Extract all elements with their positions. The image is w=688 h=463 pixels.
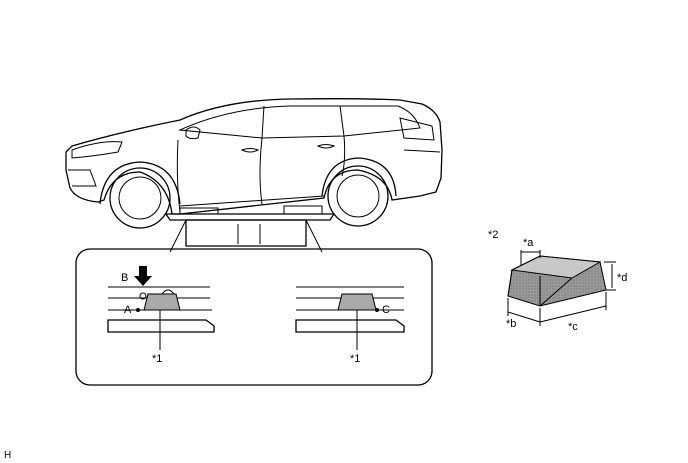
callout-1-right-label: *1 bbox=[350, 353, 360, 365]
corner-code-label: H bbox=[4, 450, 11, 461]
dimension-b-label: *b bbox=[506, 318, 516, 330]
lift-platform bbox=[164, 205, 336, 253]
point-c-label: C bbox=[382, 304, 390, 316]
right-lift-point-detail: C *1 bbox=[295, 286, 405, 365]
callout-1-left-label: *1 bbox=[152, 353, 162, 365]
point-c-marker bbox=[375, 308, 379, 312]
lift-attachment-block-right bbox=[337, 293, 377, 311]
lift-attachment-block-left bbox=[143, 293, 181, 311]
left-lift-point-detail: B A *1 bbox=[107, 266, 215, 365]
dimension-a-label: *a bbox=[523, 237, 534, 249]
callout-2-label: *2 bbox=[488, 229, 498, 241]
detail-callout-box bbox=[75, 248, 433, 386]
vehicle-illustration bbox=[65, 98, 443, 229]
attachment-block-illustration: *2 *a *b *c *d bbox=[488, 229, 627, 333]
down-arrow-icon bbox=[134, 266, 152, 286]
dimension-c-label: *c bbox=[568, 321, 578, 333]
point-a-marker bbox=[136, 308, 140, 312]
dimension-d-label: *d bbox=[617, 272, 627, 284]
point-a-label: A bbox=[124, 304, 132, 316]
point-b-label: B bbox=[121, 272, 128, 284]
